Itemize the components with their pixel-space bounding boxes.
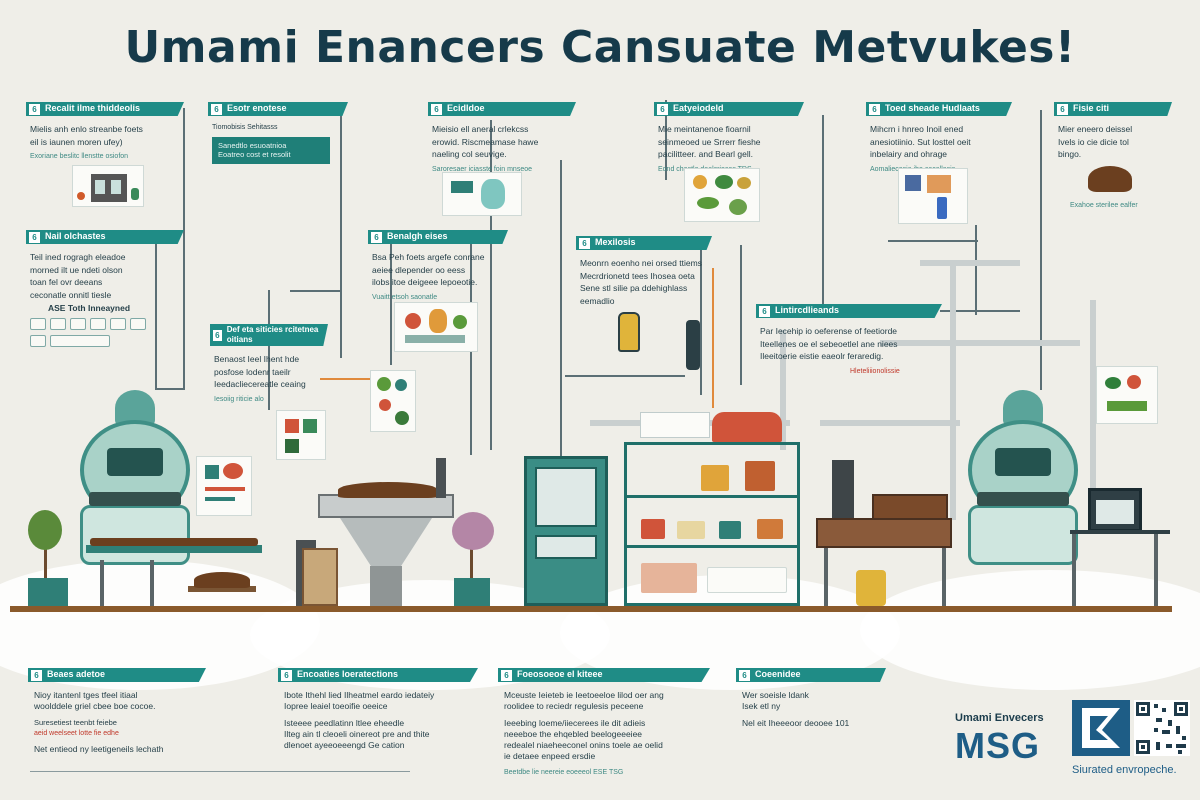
panel-title: Benalgh eises	[387, 231, 448, 242]
brand-tagline: Siurated envropeche.	[1072, 764, 1177, 776]
panel-title: Esotr enotese	[227, 103, 287, 114]
vegetable-card-right	[1096, 366, 1158, 424]
brand-msg: MSG	[955, 725, 1041, 766]
panel-title: Toed sheade Hudlaats	[885, 103, 980, 114]
page-title: Umami Enancers Cansuate Metvukes!	[124, 22, 1076, 73]
soil-mound-icon	[1088, 166, 1132, 192]
panel-title: Def eta siticies rcitetnea oitians	[226, 325, 319, 344]
hopper-funnel	[340, 518, 432, 568]
conveyor-dirt	[90, 538, 258, 546]
floor-shelf-line	[10, 606, 1172, 612]
herbs-card-a	[276, 410, 326, 460]
product-shelf	[624, 442, 800, 606]
tree-pot	[28, 578, 68, 606]
shop-illustration	[72, 165, 144, 207]
oil-bottle-icon	[618, 312, 640, 352]
work-table	[816, 518, 952, 548]
panel-title: Fisie citi	[1073, 103, 1110, 114]
small-table	[188, 586, 256, 592]
panel-title: Recalit ilme thiddeolis	[45, 103, 141, 114]
shelf-top-goods	[712, 412, 782, 442]
signboard	[196, 456, 252, 516]
control-cabinet	[524, 456, 608, 606]
tree-leaves	[28, 510, 62, 550]
panel-title: Ecidldoe	[447, 103, 485, 114]
bowl-illustration	[442, 172, 522, 216]
brand-logo-icon	[1072, 700, 1130, 756]
panel-title: Eatyeiodeld	[673, 103, 724, 114]
hopper-pipe	[436, 458, 446, 498]
panel-title: Mexilosis	[595, 237, 636, 248]
herbs-card-b	[370, 370, 416, 432]
panel-title: Lintircdlieands	[775, 305, 840, 316]
brand-subtitle: Umami Envecers	[955, 712, 1044, 724]
panel-title: Nail olchastes	[45, 231, 106, 242]
spices-illustration	[394, 302, 478, 352]
faucet-icon	[686, 320, 700, 370]
blossom-tree	[452, 512, 494, 550]
vegetables-illustration	[684, 168, 760, 222]
qr-code-icon[interactable]	[1134, 700, 1190, 756]
yellow-cart	[856, 570, 886, 606]
bottom-rule	[30, 771, 410, 772]
icon-row	[30, 318, 180, 331]
chimney	[832, 460, 854, 518]
tree-trunk	[44, 530, 47, 580]
brand-block: Umami Envecers MSG	[955, 712, 1044, 764]
conveyor-table	[86, 545, 262, 553]
soil-tray	[872, 494, 948, 520]
hopper-machine	[318, 494, 454, 518]
bottles-illustration	[898, 168, 968, 224]
